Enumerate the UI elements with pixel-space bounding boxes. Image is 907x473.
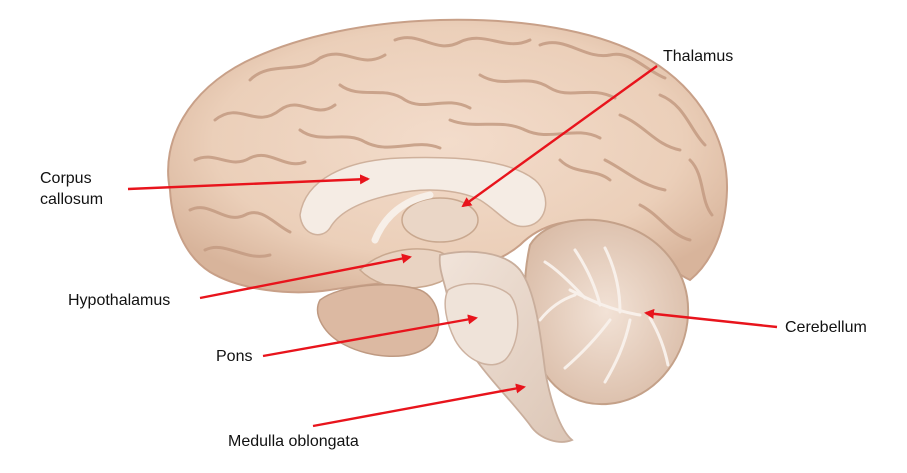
arbor-vitae: [538, 246, 670, 384]
arrow-hypothalamus: [199, 253, 412, 300]
thalamus-shape: [401, 197, 479, 243]
label-hypothalamus: Hypothalamus: [68, 292, 171, 309]
label-pons: Pons: [216, 348, 253, 365]
label-corpus-callosum: Corpus callosum: [40, 170, 104, 208]
temporal-lobe: [316, 284, 440, 357]
arrow-corpus-callosum: [127, 174, 370, 191]
arrow-cerebellum: [644, 308, 778, 329]
label-thalamus: Thalamus: [663, 48, 734, 65]
arrow-pons: [262, 314, 478, 358]
label-medulla-oblongata: Medulla oblongata: [228, 433, 359, 450]
pons-shape: [444, 282, 519, 366]
label-cerebellum: Cerebellum: [785, 319, 867, 336]
annotation-arrows: [127, 65, 778, 428]
arrow-medulla: [312, 383, 526, 428]
gyri-texture: [188, 36, 714, 258]
arrow-thalamus: [461, 65, 658, 208]
